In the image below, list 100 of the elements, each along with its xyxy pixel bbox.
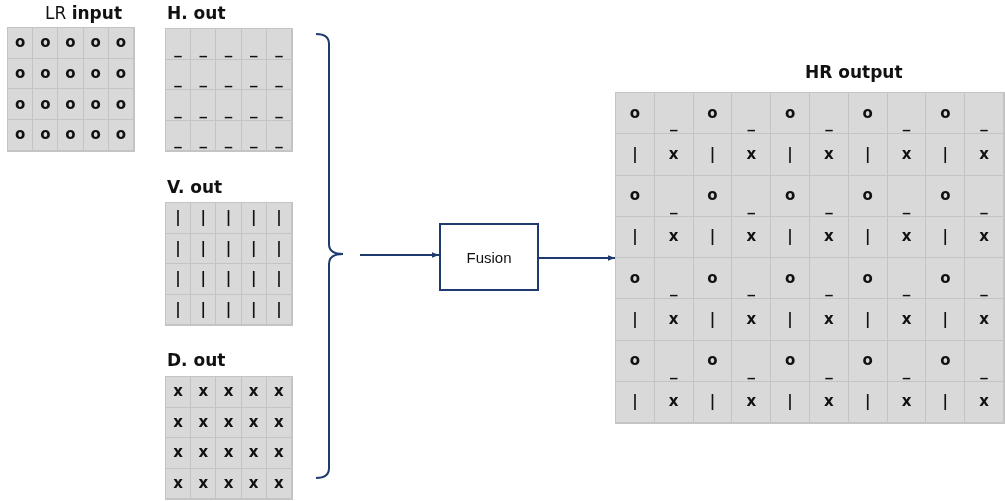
arrow xyxy=(359,252,440,258)
grid-cell: | xyxy=(216,203,242,234)
grid-cell: o xyxy=(8,120,34,151)
grid-cell: x xyxy=(191,438,217,469)
grid-cell: | xyxy=(616,216,655,258)
grid-cell: o xyxy=(58,58,84,90)
grid-cell: | xyxy=(926,134,966,176)
grid-cell: o xyxy=(8,89,34,121)
grid-cell: o xyxy=(848,258,888,300)
grid-cell: | xyxy=(241,203,267,234)
grid-cell: _ xyxy=(965,175,1004,217)
grid-cell: _ xyxy=(216,120,242,151)
grid-cell: | xyxy=(166,294,192,325)
grid-cell: o xyxy=(616,175,655,217)
grid-cell: o xyxy=(848,175,888,217)
grid-cell: | xyxy=(166,264,192,295)
grid-cell: | xyxy=(216,294,242,325)
grid-cell: | xyxy=(616,299,655,341)
grid-cell: o xyxy=(33,89,59,121)
grid-cell: o xyxy=(693,340,733,382)
grid-title: H. out xyxy=(167,3,226,23)
grid-cell: _ xyxy=(241,90,267,121)
grid-title: D. out xyxy=(167,350,226,370)
grid-cell: o xyxy=(58,120,84,151)
grid-cell: x xyxy=(191,468,217,499)
grid-cell: x xyxy=(965,381,1004,423)
grid-cell: _ xyxy=(191,120,217,151)
grid-cell: x xyxy=(732,216,772,258)
grid-cell: _ xyxy=(241,120,267,151)
grid-cell: | xyxy=(693,134,733,176)
grid-cell: | xyxy=(693,216,733,258)
grid-title: HR output xyxy=(805,62,903,82)
grid-cell: x xyxy=(266,377,292,408)
grid-cell: | xyxy=(241,294,267,325)
grid-cell: | xyxy=(191,233,217,264)
grid-cell: o xyxy=(83,89,109,121)
grid-cell: o xyxy=(33,28,59,59)
grid-cell: x xyxy=(887,381,927,423)
grid-cell: x xyxy=(241,468,267,499)
arrow xyxy=(538,255,616,261)
grid-cell: | xyxy=(848,134,888,176)
grid-title: V. out xyxy=(167,177,223,197)
grid-cell: x xyxy=(216,377,242,408)
grid-cell: x xyxy=(166,468,192,499)
grid-cell: | xyxy=(241,233,267,264)
grid-cell: o xyxy=(693,93,733,135)
grid-cell: x xyxy=(887,216,927,258)
grid-cell: x xyxy=(810,134,849,176)
grid-cell: | xyxy=(926,299,966,341)
grid-cell: o xyxy=(83,120,109,151)
grid-cell: o xyxy=(616,93,655,135)
grid-cell: x xyxy=(266,407,292,438)
grid-cell: o xyxy=(771,175,810,217)
grid-cell: | xyxy=(216,233,242,264)
grid-cell: _ xyxy=(191,29,217,60)
grid-cell: | xyxy=(771,216,810,258)
grid-cell: _ xyxy=(654,93,694,135)
grid-cell: | xyxy=(848,299,888,341)
grid-cell: x xyxy=(216,468,242,499)
grid-cell: | xyxy=(848,381,888,423)
grid-cell: x xyxy=(266,438,292,469)
grid-cell: _ xyxy=(810,258,849,300)
grid-cell: x xyxy=(965,299,1004,341)
grid-cell: o xyxy=(108,58,134,90)
grid-cell: _ xyxy=(732,340,772,382)
grid-cell: | xyxy=(266,294,292,325)
grid-cell: o xyxy=(108,89,134,121)
grid-cell: x xyxy=(654,299,694,341)
grid-cell: _ xyxy=(266,90,292,121)
grid-cell: x xyxy=(216,438,242,469)
grid-cell: x xyxy=(241,438,267,469)
grid-cell: _ xyxy=(266,29,292,60)
grid-cell: _ xyxy=(166,120,192,151)
grid-cell: x xyxy=(266,468,292,499)
grid-cell: x xyxy=(654,381,694,423)
grid-cell: | xyxy=(616,134,655,176)
grid-cell: x xyxy=(887,134,927,176)
grid-cell: o xyxy=(693,175,733,217)
grid-cell: x xyxy=(166,438,192,469)
grid-cell: _ xyxy=(166,29,192,60)
grid-cell: | xyxy=(191,203,217,234)
grid-cell: | xyxy=(266,264,292,295)
grid-cell: _ xyxy=(810,93,849,135)
grid-cell: o xyxy=(58,89,84,121)
grid-cell: | xyxy=(693,381,733,423)
grid-cell: _ xyxy=(965,93,1004,135)
grid-cell: x xyxy=(241,377,267,408)
grid-cell: _ xyxy=(732,93,772,135)
grid-cell: _ xyxy=(887,93,927,135)
grid-cell: _ xyxy=(216,29,242,60)
grid-cell: o xyxy=(108,120,134,151)
grid-cell: o xyxy=(616,340,655,382)
grid-cell: o xyxy=(108,28,134,59)
grid-cell: x xyxy=(732,134,772,176)
grid-cell: | xyxy=(693,299,733,341)
grid-cell: _ xyxy=(810,340,849,382)
grid-cell: _ xyxy=(732,258,772,300)
grid-cell: _ xyxy=(266,59,292,90)
grid-cell: o xyxy=(83,28,109,59)
grid-cell: o xyxy=(926,93,966,135)
